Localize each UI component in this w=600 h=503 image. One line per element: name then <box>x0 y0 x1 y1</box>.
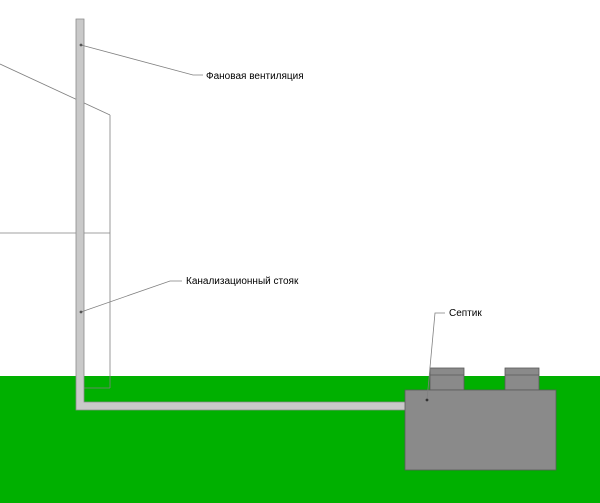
callout-vent-dot <box>79 43 83 47</box>
callout-septic-label: Септик <box>449 308 482 319</box>
callout-septic-leader <box>426 312 445 401</box>
septic-tank <box>404 367 557 471</box>
callout-riser-dot <box>79 310 83 314</box>
callout-riser-label: Канализационный стояк <box>186 276 299 287</box>
septic-tank-body <box>404 389 557 471</box>
house-wall <box>0 63 111 389</box>
callout-vent: Фановая вентиляция <box>79 43 304 82</box>
callout-vent-label: Фановая вентиляция <box>206 71 304 82</box>
callout-riser: Канализационный стояк <box>79 276 299 314</box>
callout-septic-dot <box>425 398 429 402</box>
septic-tank-hatch-left <box>429 367 465 391</box>
callout-vent-leader <box>80 44 203 76</box>
wall-roof-slope-line <box>0 63 111 116</box>
septic-tank-hatch-right <box>504 367 540 391</box>
callout-riser-leader <box>80 280 182 313</box>
callout-septic: Септик <box>425 308 482 402</box>
